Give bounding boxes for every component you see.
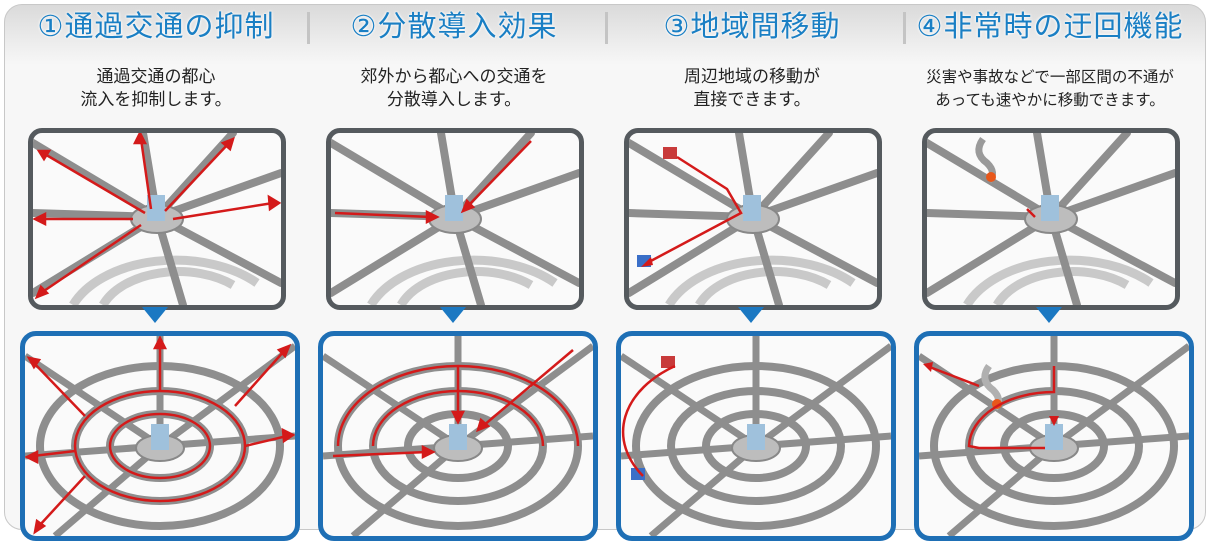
panel-1-desc-line-1: 通過交通の都心 (96, 67, 216, 87)
panel-1-title: ①通過交通の抑制 (37, 9, 275, 43)
ring-road-map-after (621, 336, 891, 536)
panel-1-down-arrow-icon (142, 307, 168, 323)
panel-4-desc-line-2: あっても速やかに移動できます。 (935, 91, 1165, 109)
panel-4-desc-line-1: 災害や事故などで一部区間の不通が (926, 68, 1174, 86)
panel-4-down-arrow-icon (1036, 307, 1062, 323)
radial-road-map-before (629, 133, 877, 305)
column-separator (903, 12, 906, 44)
panel-4-before-map (922, 128, 1180, 310)
house-icon (661, 356, 675, 368)
fire-icon (986, 172, 996, 182)
radial-road-map-before (331, 133, 579, 305)
panel-1-desc-line-2: 流入を抑制します。 (80, 90, 232, 110)
panel-3-title: ③地域間移動 (663, 9, 841, 43)
radial-road-map-before (33, 133, 281, 305)
panel-4: ④非常時の迂回機能 災害や事故などで一部区間の不通が あっても速やかに移動できま… (902, 0, 1198, 541)
panel-2-title: ②分散導入効果 (350, 9, 558, 43)
ring-road-map-after (25, 336, 295, 536)
panel-3-before-map (624, 128, 882, 310)
panel-3-after-map (616, 331, 896, 541)
panel-3-down-arrow-icon (738, 307, 764, 323)
column-separator (307, 12, 310, 44)
panel-3: ③地域間移動 周辺地域の移動が 直接できます。 (604, 0, 900, 541)
panel-1: ①通過交通の抑制 通過交通の都心 流入を抑制します。 (8, 0, 304, 541)
panel-4-description: 災害や事故などで一部区間の不通が あっても速やかに移動できます。 (902, 66, 1198, 112)
house-icon (663, 147, 677, 159)
ring-road-map-after (919, 336, 1189, 536)
panel-1-before-map (28, 128, 286, 310)
panel-4-title: ④非常時の迂回機能 (916, 9, 1184, 43)
panel-3-description: 周辺地域の移動が 直接できます。 (604, 66, 900, 112)
panel-2: ②分散導入効果 郊外から都心への交通を 分散導入します。 (306, 0, 602, 541)
panel-2-before-map (326, 128, 584, 310)
panel-3-desc-line-1: 周辺地域の移動が (684, 67, 820, 87)
panel-1-description: 通過交通の都心 流入を抑制します。 (8, 66, 304, 112)
panel-3-desc-line-2: 直接できます。 (693, 90, 811, 110)
panel-4-after-map (914, 331, 1194, 541)
panel-2-after-map (318, 331, 598, 541)
panel-1-after-map (20, 331, 300, 541)
radial-road-map-before (927, 133, 1175, 305)
panel-2-down-arrow-icon (440, 307, 466, 323)
panel-2-desc-line-2: 分散導入します。 (386, 90, 522, 110)
ring-road-map-after (323, 336, 593, 536)
panel-2-desc-line-1: 郊外から都心への交通を (360, 67, 548, 87)
panel-2-description: 郊外から都心への交通を 分散導入します。 (306, 66, 602, 112)
column-separator (605, 12, 608, 44)
house-icon (631, 468, 645, 480)
